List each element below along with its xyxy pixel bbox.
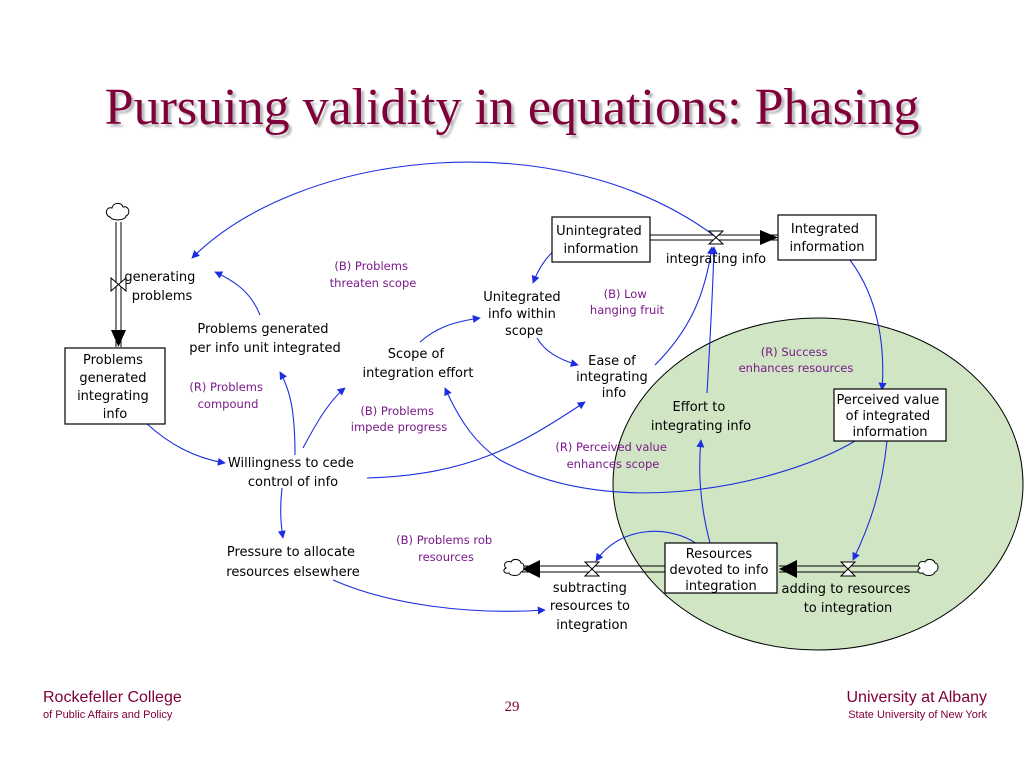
stock-integrated-information — [777, 214, 877, 261]
link-willingness-to-pressure — [277, 487, 286, 539]
link-pressure-to-subtracting — [332, 579, 546, 615]
stock-unintegrated-information — [551, 216, 651, 263]
stock-resources-devoted — [664, 542, 778, 594]
slide-title: Pursuing validity in equations: Phasing — [104, 79, 920, 136]
page-number: 29 — [504, 699, 520, 715]
stock-label-resources: Resources devoted to info integration — [669, 547, 772, 594]
loop-threaten-scope: (B) Problems threaten scope — [330, 259, 417, 290]
var-pressure-to-allocate: Pressure to allocate resources elsewhere — [226, 545, 359, 580]
link-effort-to-scope — [419, 315, 481, 343]
link-perceived-to-adding — [852, 440, 888, 561]
footer-college-subtitle: of Public Affairs and Policy — [43, 709, 173, 721]
loop-problems-compound: (R) Problems compound — [189, 380, 266, 411]
link-resources-to-subtracting — [595, 530, 698, 562]
link-integrated-to-perceived — [849, 259, 887, 391]
stock-label-unintegrated: Unintegrated information — [556, 224, 646, 257]
link-effort-to-valve — [706, 246, 718, 394]
flow-subtracting-resources — [503, 559, 665, 578]
link-willingness-to-ease — [366, 401, 586, 479]
link-willingness-to-scopeeffort — [302, 387, 346, 449]
loop-low-hanging-fruit: (B) Low hanging fruit — [590, 287, 665, 317]
loop-success-resources: (R) Success enhances resources — [739, 345, 854, 375]
link-ease-to-valve — [654, 246, 715, 366]
loop-problems-rob: (B) Problems rob resources — [396, 533, 496, 564]
link-problems-to-willingness — [145, 422, 226, 466]
var-willingness-to-cede: Willingness to cede control of info — [228, 456, 358, 490]
footer-university-subtitle: State University of New York — [848, 709, 987, 721]
footer-college-name: Rockefeller College — [43, 689, 182, 706]
var-problems-per-unit: Problems generated per info unit integra… — [189, 322, 340, 356]
flow-integrating-info — [649, 230, 778, 245]
loop-impede-progress: (B) Problems impede progress — [351, 404, 447, 434]
flow-adding-resources — [779, 559, 939, 578]
footer-university-name: University at Albany — [846, 689, 987, 706]
stock-label-integrated: Integrated information — [789, 222, 864, 255]
link-scope-to-ease — [536, 337, 579, 367]
loop-perceived-scope: (R) Perceived value enhances scope — [555, 440, 670, 471]
cloud-source-icon — [105, 202, 130, 221]
cloud-source-icon — [917, 559, 939, 576]
var-scope-of-effort: Scope of integration effort — [363, 347, 474, 381]
var-generating-problems: generating problems — [124, 270, 199, 304]
var-adding-to-resources: adding to resources to integration — [781, 582, 914, 616]
link-perunit-to-generating — [214, 271, 261, 316]
var-ease-of-integrating: Ease of integrating info — [576, 354, 652, 401]
link-valve-to-generating — [191, 161, 717, 259]
var-integrating-info: integrating info — [666, 252, 766, 267]
var-subtracting-resources: subtracting resources to integration — [550, 581, 634, 633]
stock-problems-generated — [64, 347, 166, 425]
stock-label-problems: Problems generated integrating info — [77, 353, 153, 422]
link-resources-to-effort — [696, 439, 711, 544]
link-perceived-to-scopeeffort — [444, 387, 856, 494]
cloud-sink-icon — [503, 559, 525, 576]
link-willingness-to-perunit — [279, 371, 296, 456]
var-effort-to-integrating: Effort to integrating info — [651, 400, 751, 434]
var-unintegrated-within-scope: Unitegrated info within scope — [483, 290, 565, 339]
flow-generating-problems — [105, 202, 130, 347]
stock-label-perceived: Perceived value of integrated informatio… — [837, 393, 944, 440]
stock-perceived-value — [833, 388, 947, 442]
